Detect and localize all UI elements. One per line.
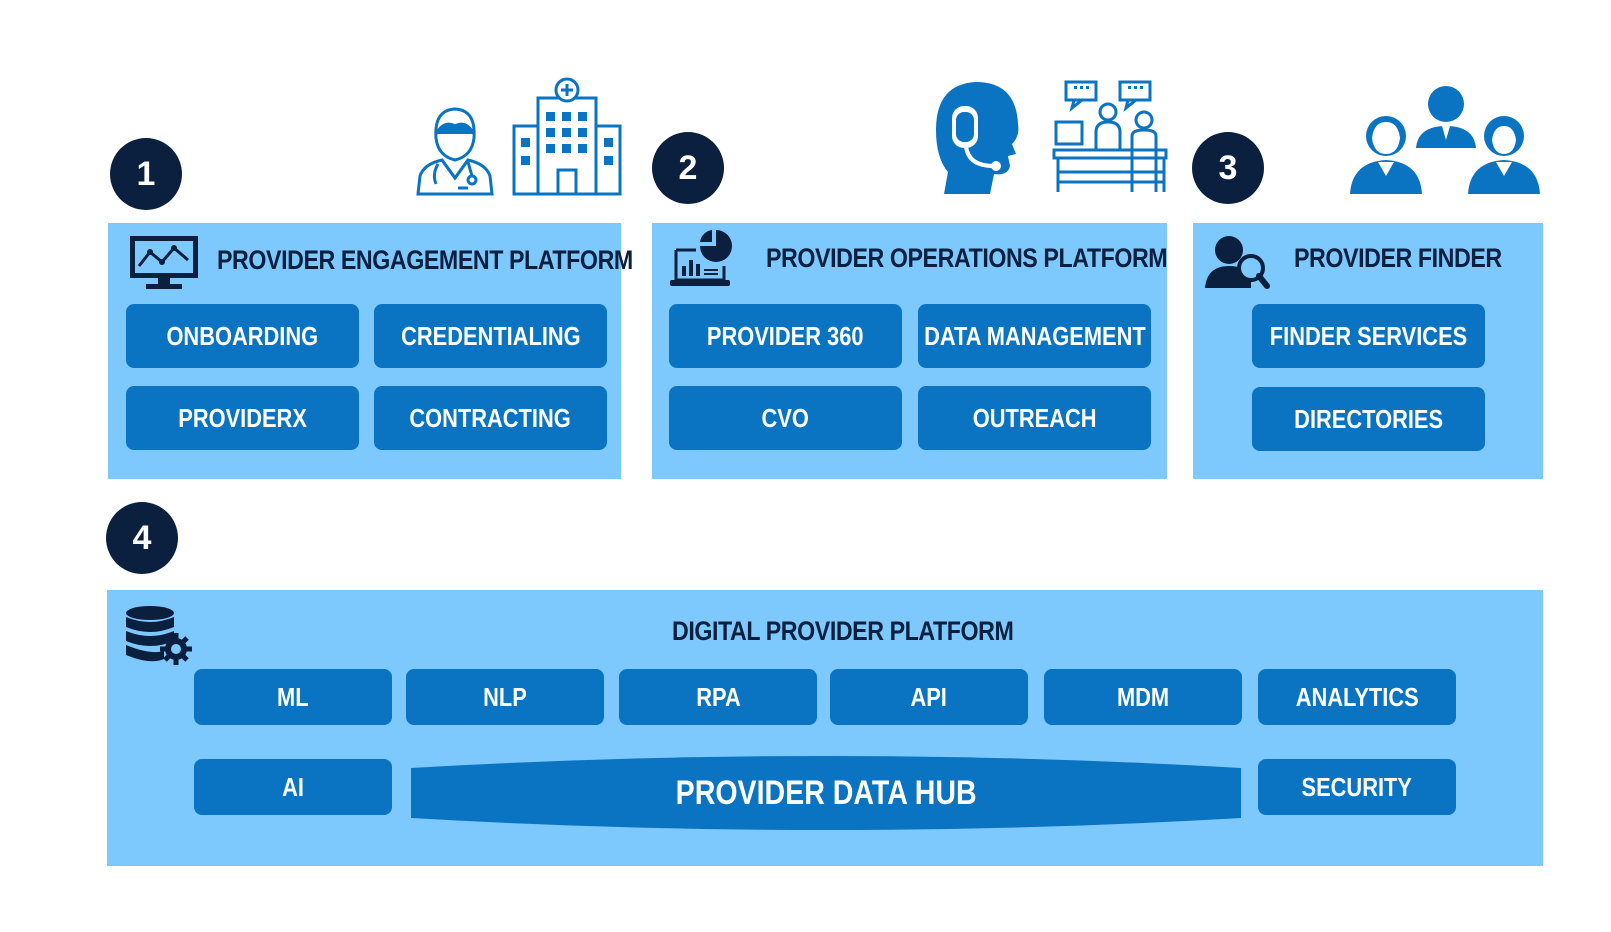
rpa-button[interactable]: RPA xyxy=(619,669,817,725)
analytics-button[interactable]: ANALYTICS xyxy=(1258,669,1456,725)
providerx-button[interactable]: PROVIDERX xyxy=(126,386,359,450)
doctor-icon xyxy=(416,107,494,196)
cvo-button[interactable]: CVO xyxy=(669,386,902,450)
mdm-button[interactable]: MDM xyxy=(1044,669,1242,725)
engagement-title: PROVIDER ENGAGEMENT PLATFORM xyxy=(217,245,633,275)
reception-desk-icon xyxy=(1052,80,1168,192)
finder-title: PROVIDER FINDER xyxy=(1294,243,1502,273)
step-badge-1: 1 xyxy=(110,138,182,210)
security-button[interactable]: SECURITY xyxy=(1258,759,1456,815)
step-badge-3: 3 xyxy=(1192,132,1264,204)
step-badge-2: 2 xyxy=(652,132,724,204)
people-group-icon xyxy=(1350,86,1540,194)
nlp-button[interactable]: NLP xyxy=(406,669,604,725)
api-button[interactable]: API xyxy=(830,669,1028,725)
headset-agent-icon xyxy=(936,82,1019,194)
outreach-button[interactable]: OUTREACH xyxy=(918,386,1151,450)
hospital-icon xyxy=(512,77,622,196)
provider-360-button[interactable]: PROVIDER 360 xyxy=(669,304,902,368)
credentialing-button[interactable]: CREDENTIALING xyxy=(374,304,607,368)
provider-data-hub-shape xyxy=(411,756,1241,830)
ml-button[interactable]: ML xyxy=(194,669,392,725)
laptop-analytics-icon xyxy=(670,230,732,286)
ai-button[interactable]: AI xyxy=(194,759,392,815)
user-search-icon xyxy=(1205,236,1270,289)
operations-title: PROVIDER OPERATIONS PLATFORM xyxy=(766,243,1168,273)
finder-services-button[interactable]: FINDER SERVICES xyxy=(1252,304,1485,368)
database-gear-icon xyxy=(126,606,192,665)
directories-button[interactable]: DIRECTORIES xyxy=(1252,387,1485,451)
step-badge-4: 4 xyxy=(106,502,178,574)
data-management-button[interactable]: DATA MANAGEMENT xyxy=(918,304,1151,368)
digital-title: DIGITAL PROVIDER PLATFORM xyxy=(672,616,1014,646)
onboarding-button[interactable]: ONBOARDING xyxy=(126,304,359,368)
contracting-button[interactable]: CONTRACTING xyxy=(374,386,607,450)
provider-data-hub-label[interactable]: PROVIDER DATA HUB xyxy=(675,773,977,812)
monitor-chart-icon xyxy=(130,236,198,289)
